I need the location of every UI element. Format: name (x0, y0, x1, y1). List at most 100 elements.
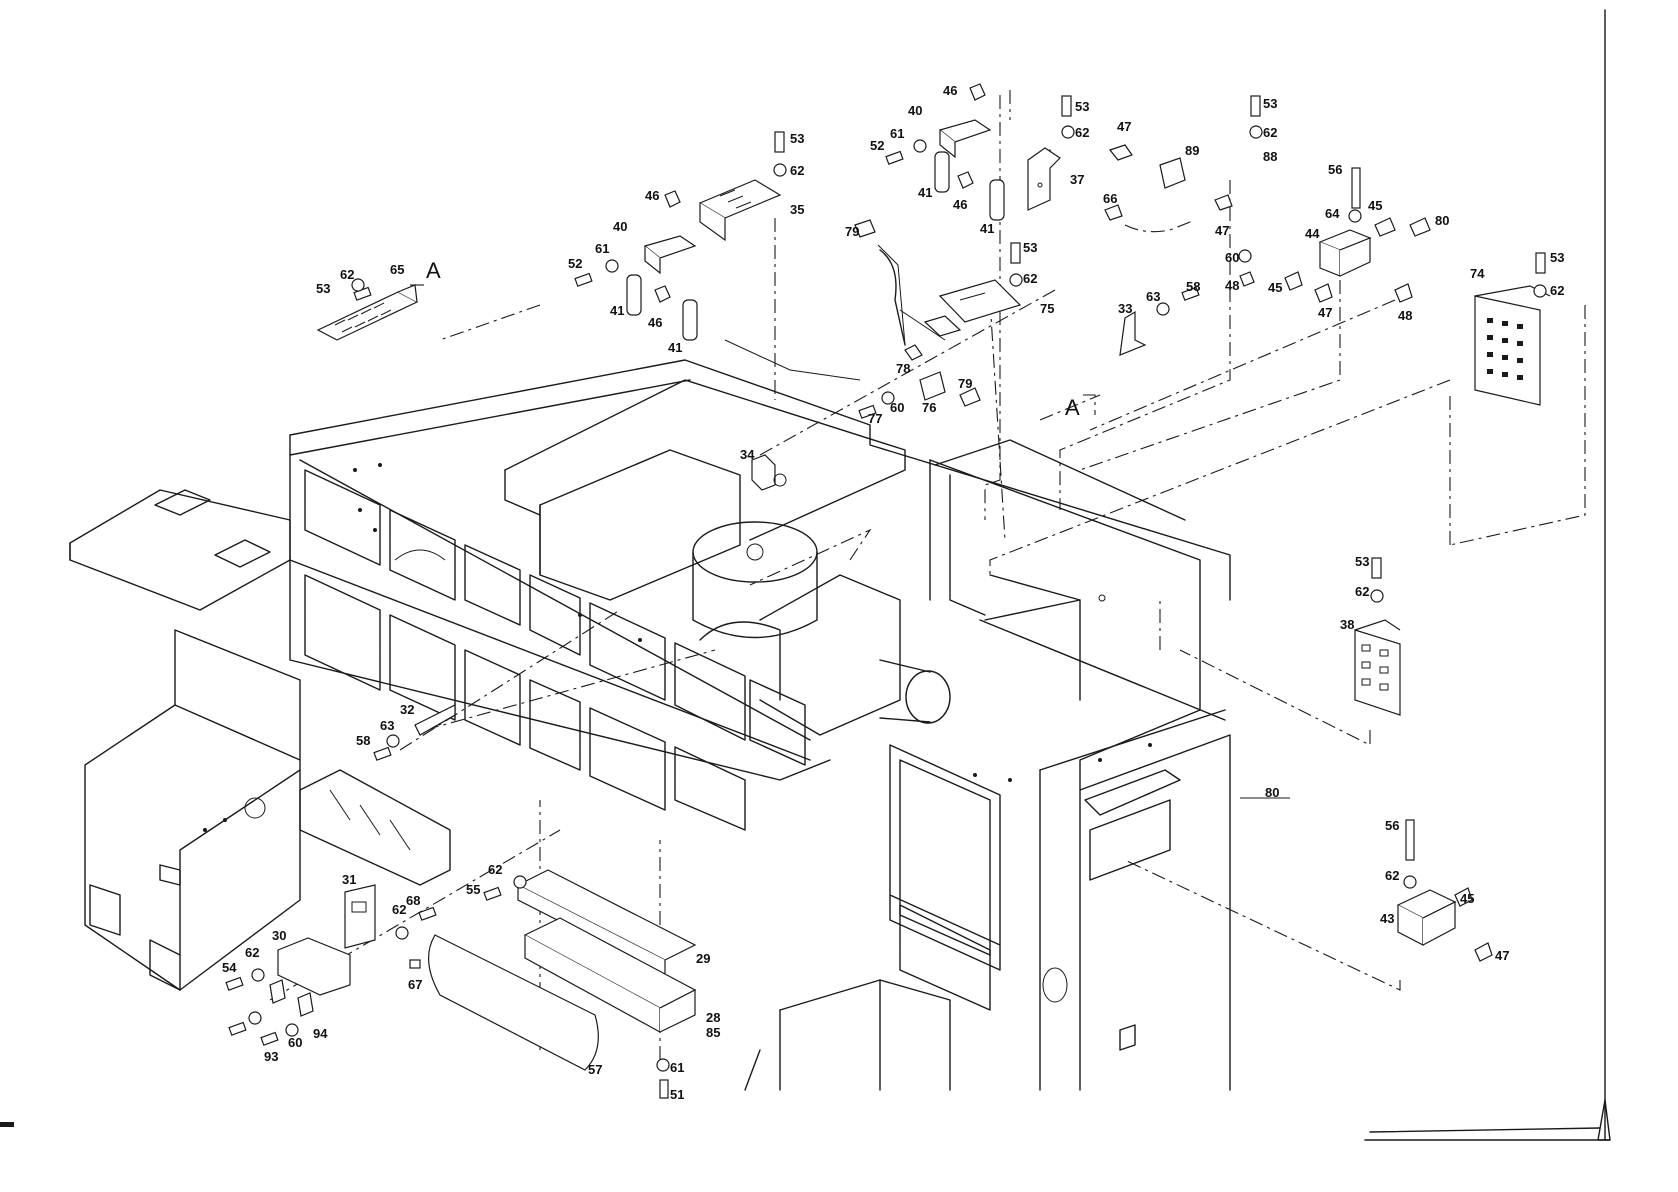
callout-68: 68 (406, 893, 420, 908)
callout-62j: 62 (392, 902, 406, 917)
callout-47b: 47 (1215, 223, 1229, 238)
callout-34: 34 (740, 447, 755, 462)
bracket-37 (1028, 148, 1060, 210)
callout-51: 51 (670, 1087, 684, 1102)
callout-48a: 48 (1225, 278, 1239, 293)
callout-29: 29 (696, 951, 710, 966)
callout-52a: 52 (870, 138, 884, 153)
callout-53a: 53 (1075, 99, 1089, 114)
callout-66: 66 (1103, 191, 1117, 206)
callout-33: 33 (1118, 301, 1132, 316)
callout-60a: 60 (1225, 250, 1239, 265)
callout-61a: 61 (890, 126, 904, 141)
view-letter-lower: A (1065, 395, 1080, 420)
callout-53e: 53 (316, 281, 330, 296)
callout-62g: 62 (1355, 584, 1369, 599)
callout-62d: 62 (790, 163, 804, 178)
manifold-44 (1320, 230, 1370, 276)
callout-28: 28 (706, 1010, 720, 1025)
callout-40b: 40 (613, 219, 627, 234)
callout-94: 94 (313, 1026, 328, 1041)
callout-63a: 63 (1146, 289, 1160, 304)
callout-74: 74 (1470, 266, 1485, 281)
callout-37: 37 (1070, 172, 1084, 187)
callout-46a: 46 (943, 83, 957, 98)
callout-58b: 58 (356, 733, 370, 748)
callout-41c: 41 (610, 303, 624, 318)
callout-45c: 45 (1460, 891, 1474, 906)
bracket-35 (700, 180, 780, 240)
callout-79b: 79 (958, 376, 972, 391)
valve-76-icon (920, 372, 945, 400)
callout-45b: 45 (1268, 280, 1282, 295)
callout-85: 85 (706, 1025, 720, 1040)
callout-75: 75 (1040, 301, 1054, 316)
callout-47a: 47 (1117, 119, 1131, 134)
callout-54: 54 (222, 960, 237, 975)
callout-46c: 46 (645, 188, 659, 203)
callout-62k: 62 (245, 945, 259, 960)
hose-66 (1125, 220, 1195, 232)
callout-77: 77 (868, 411, 882, 426)
callout-67: 67 (408, 977, 422, 992)
callout-93: 93 (264, 1049, 278, 1064)
callout-62e: 62 (340, 267, 354, 282)
callout-31: 31 (342, 872, 356, 887)
callout-leaders (725, 245, 1290, 798)
callout-62i: 62 (488, 862, 502, 877)
callout-41d: 41 (668, 340, 682, 355)
plate-75 (925, 280, 1020, 336)
callout-60c: 60 (288, 1035, 302, 1050)
callout-61c: 61 (670, 1060, 684, 1075)
callout-53b: 53 (1263, 96, 1277, 111)
regulator-89-icon (1160, 158, 1185, 188)
switch-94-icon (270, 980, 285, 1003)
callout-45a: 45 (1368, 198, 1382, 213)
callout-46b: 46 (953, 197, 967, 212)
bracket-30 (278, 938, 350, 995)
callout-62h: 62 (1385, 868, 1399, 883)
callout-78: 78 (896, 361, 910, 376)
callout-76: 76 (922, 400, 936, 415)
callout-38: 38 (1340, 617, 1354, 632)
switch-94b-icon (298, 993, 313, 1016)
exploded-parts (278, 148, 1550, 1070)
callout-53f: 53 (1023, 240, 1037, 255)
fitting-34 (752, 455, 786, 490)
callout-79a: 79 (845, 224, 859, 239)
block-43 (1398, 890, 1455, 945)
callout-63b: 63 (380, 718, 394, 733)
callout-48b: 48 (1398, 308, 1412, 323)
callout-43: 43 (1380, 911, 1394, 926)
panel-38 (1355, 620, 1400, 715)
callout-58a: 58 (1186, 279, 1200, 294)
callout-88: 88 (1263, 149, 1277, 164)
callout-41a: 41 (918, 185, 932, 200)
view-letter-upper: A (426, 258, 441, 283)
callout-55: 55 (466, 882, 480, 897)
callout-56a: 56 (1328, 162, 1342, 177)
view-marker-a-upper: A (410, 258, 441, 285)
callout-60b: 60 (890, 400, 904, 415)
bracket-32 (415, 705, 455, 735)
callout-62c: 62 (1550, 283, 1564, 298)
callout-80a: 80 (1435, 213, 1449, 228)
callout-30: 30 (272, 928, 286, 943)
callout-62f: 62 (1023, 271, 1037, 286)
callout-89: 89 (1185, 143, 1199, 158)
callout-53d: 53 (790, 131, 804, 146)
callout-65: 65 (390, 262, 404, 277)
callout-47c: 47 (1318, 305, 1332, 320)
callout-47d: 47 (1495, 948, 1509, 963)
callout-56b: 56 (1385, 818, 1399, 833)
plate-31 (345, 885, 375, 948)
callout-35: 35 (790, 202, 804, 217)
callout-62b: 62 (1263, 125, 1277, 140)
callout-64: 64 (1325, 206, 1340, 221)
callout-53c: 53 (1550, 250, 1564, 265)
callout-41b: 41 (980, 221, 994, 236)
panel-74 (1475, 286, 1550, 405)
callout-80b: 80 (1265, 785, 1279, 800)
